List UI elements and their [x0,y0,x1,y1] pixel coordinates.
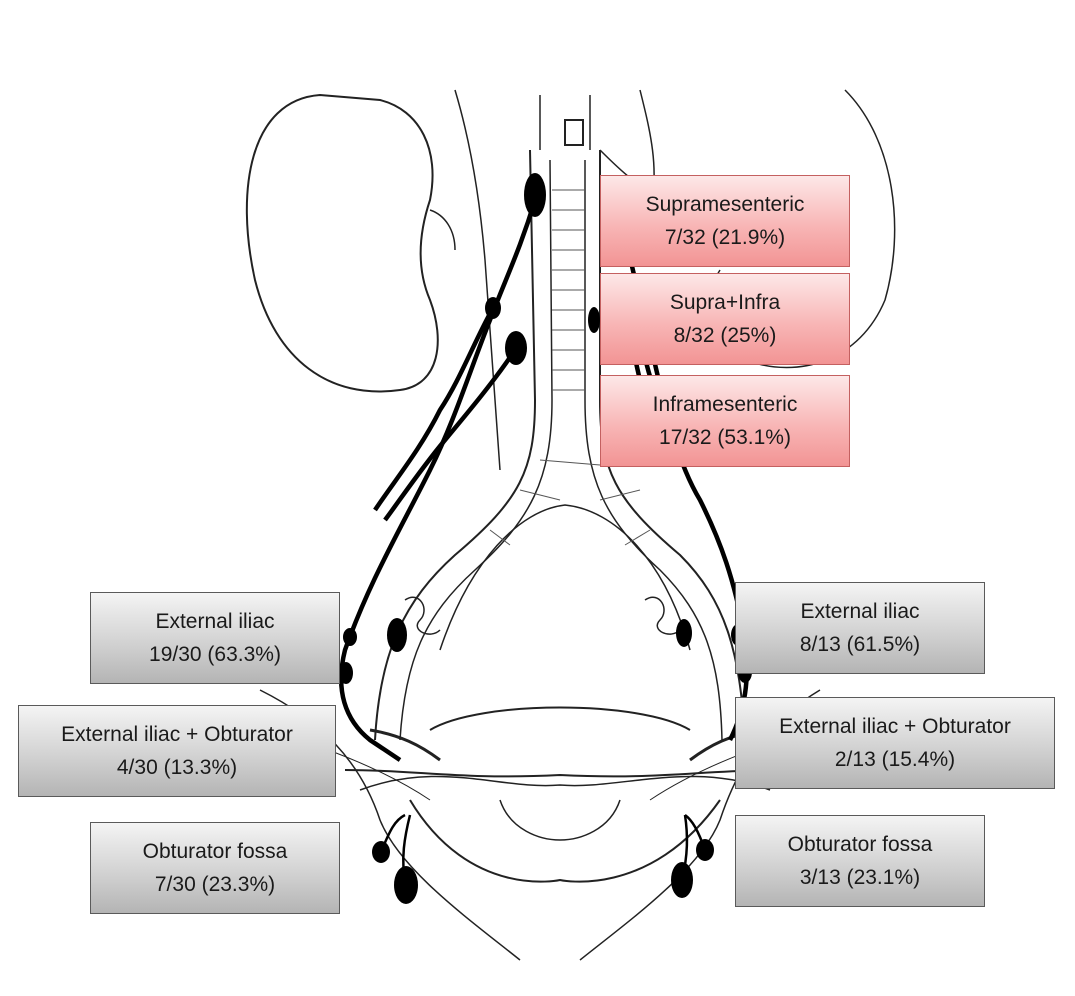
inframesenteric-box: Inframesenteric 17/32 (53.1%) [600,375,850,467]
region-label: External iliac [800,600,920,623]
supramesenteric-box: Supramesenteric 7/32 (21.9%) [600,175,850,267]
region-label: Supramesenteric [645,193,805,216]
aorta [374,149,537,741]
region-label: External iliac [155,610,275,633]
stat-label: 7/30 (23.3%) [154,873,276,896]
region-label: Obturator fossa [787,833,933,856]
stat-label: 2/13 (15.4%) [834,748,956,771]
stat-label: 8/13 (61.5%) [799,633,921,656]
lymph-node [505,331,527,365]
stat-label: 19/30 (63.3%) [149,643,281,666]
left-external-iliac-obturator-box: External iliac + Obturator 4/30 (13.3%) [18,705,336,797]
lymph-node [676,619,692,647]
lymph-node [588,307,600,333]
stat-label: 17/32 (53.1%) [659,426,791,449]
left-obturator-fossa-box: Obturator fossa 7/30 (23.3%) [90,822,340,914]
stat-label: 8/32 (25%) [673,324,777,347]
right-external-iliac-box: External iliac 8/13 (61.5%) [735,582,985,674]
lymph-node [343,628,357,646]
region-label: External iliac + Obturator [779,715,1011,738]
stat-label: 3/13 (23.1%) [799,866,921,889]
lymph-node [339,662,353,684]
region-label: External iliac + Obturator [61,723,293,746]
region-label: Supra+Infra [669,291,781,314]
supra-infra-box: Supra+Infra 8/32 (25%) [600,273,850,365]
region-label: Obturator fossa [142,840,288,863]
uterus [429,706,691,731]
left-kidney [245,93,439,393]
right-external-iliac-obturator-box: External iliac + Obturator 2/13 (15.4%) [735,697,1055,789]
lymph-node [387,618,407,652]
region-label: Inframesenteric [652,393,798,416]
lymph-node [524,173,546,217]
stat-label: 7/32 (21.9%) [664,226,786,249]
left-external-iliac-box: External iliac 19/30 (63.3%) [90,592,340,684]
right-kidney [744,89,896,369]
stat-label: 4/30 (13.3%) [116,756,238,779]
lymph-node [485,297,501,319]
right-obturator-fossa-box: Obturator fossa 3/13 (23.1%) [735,815,985,907]
